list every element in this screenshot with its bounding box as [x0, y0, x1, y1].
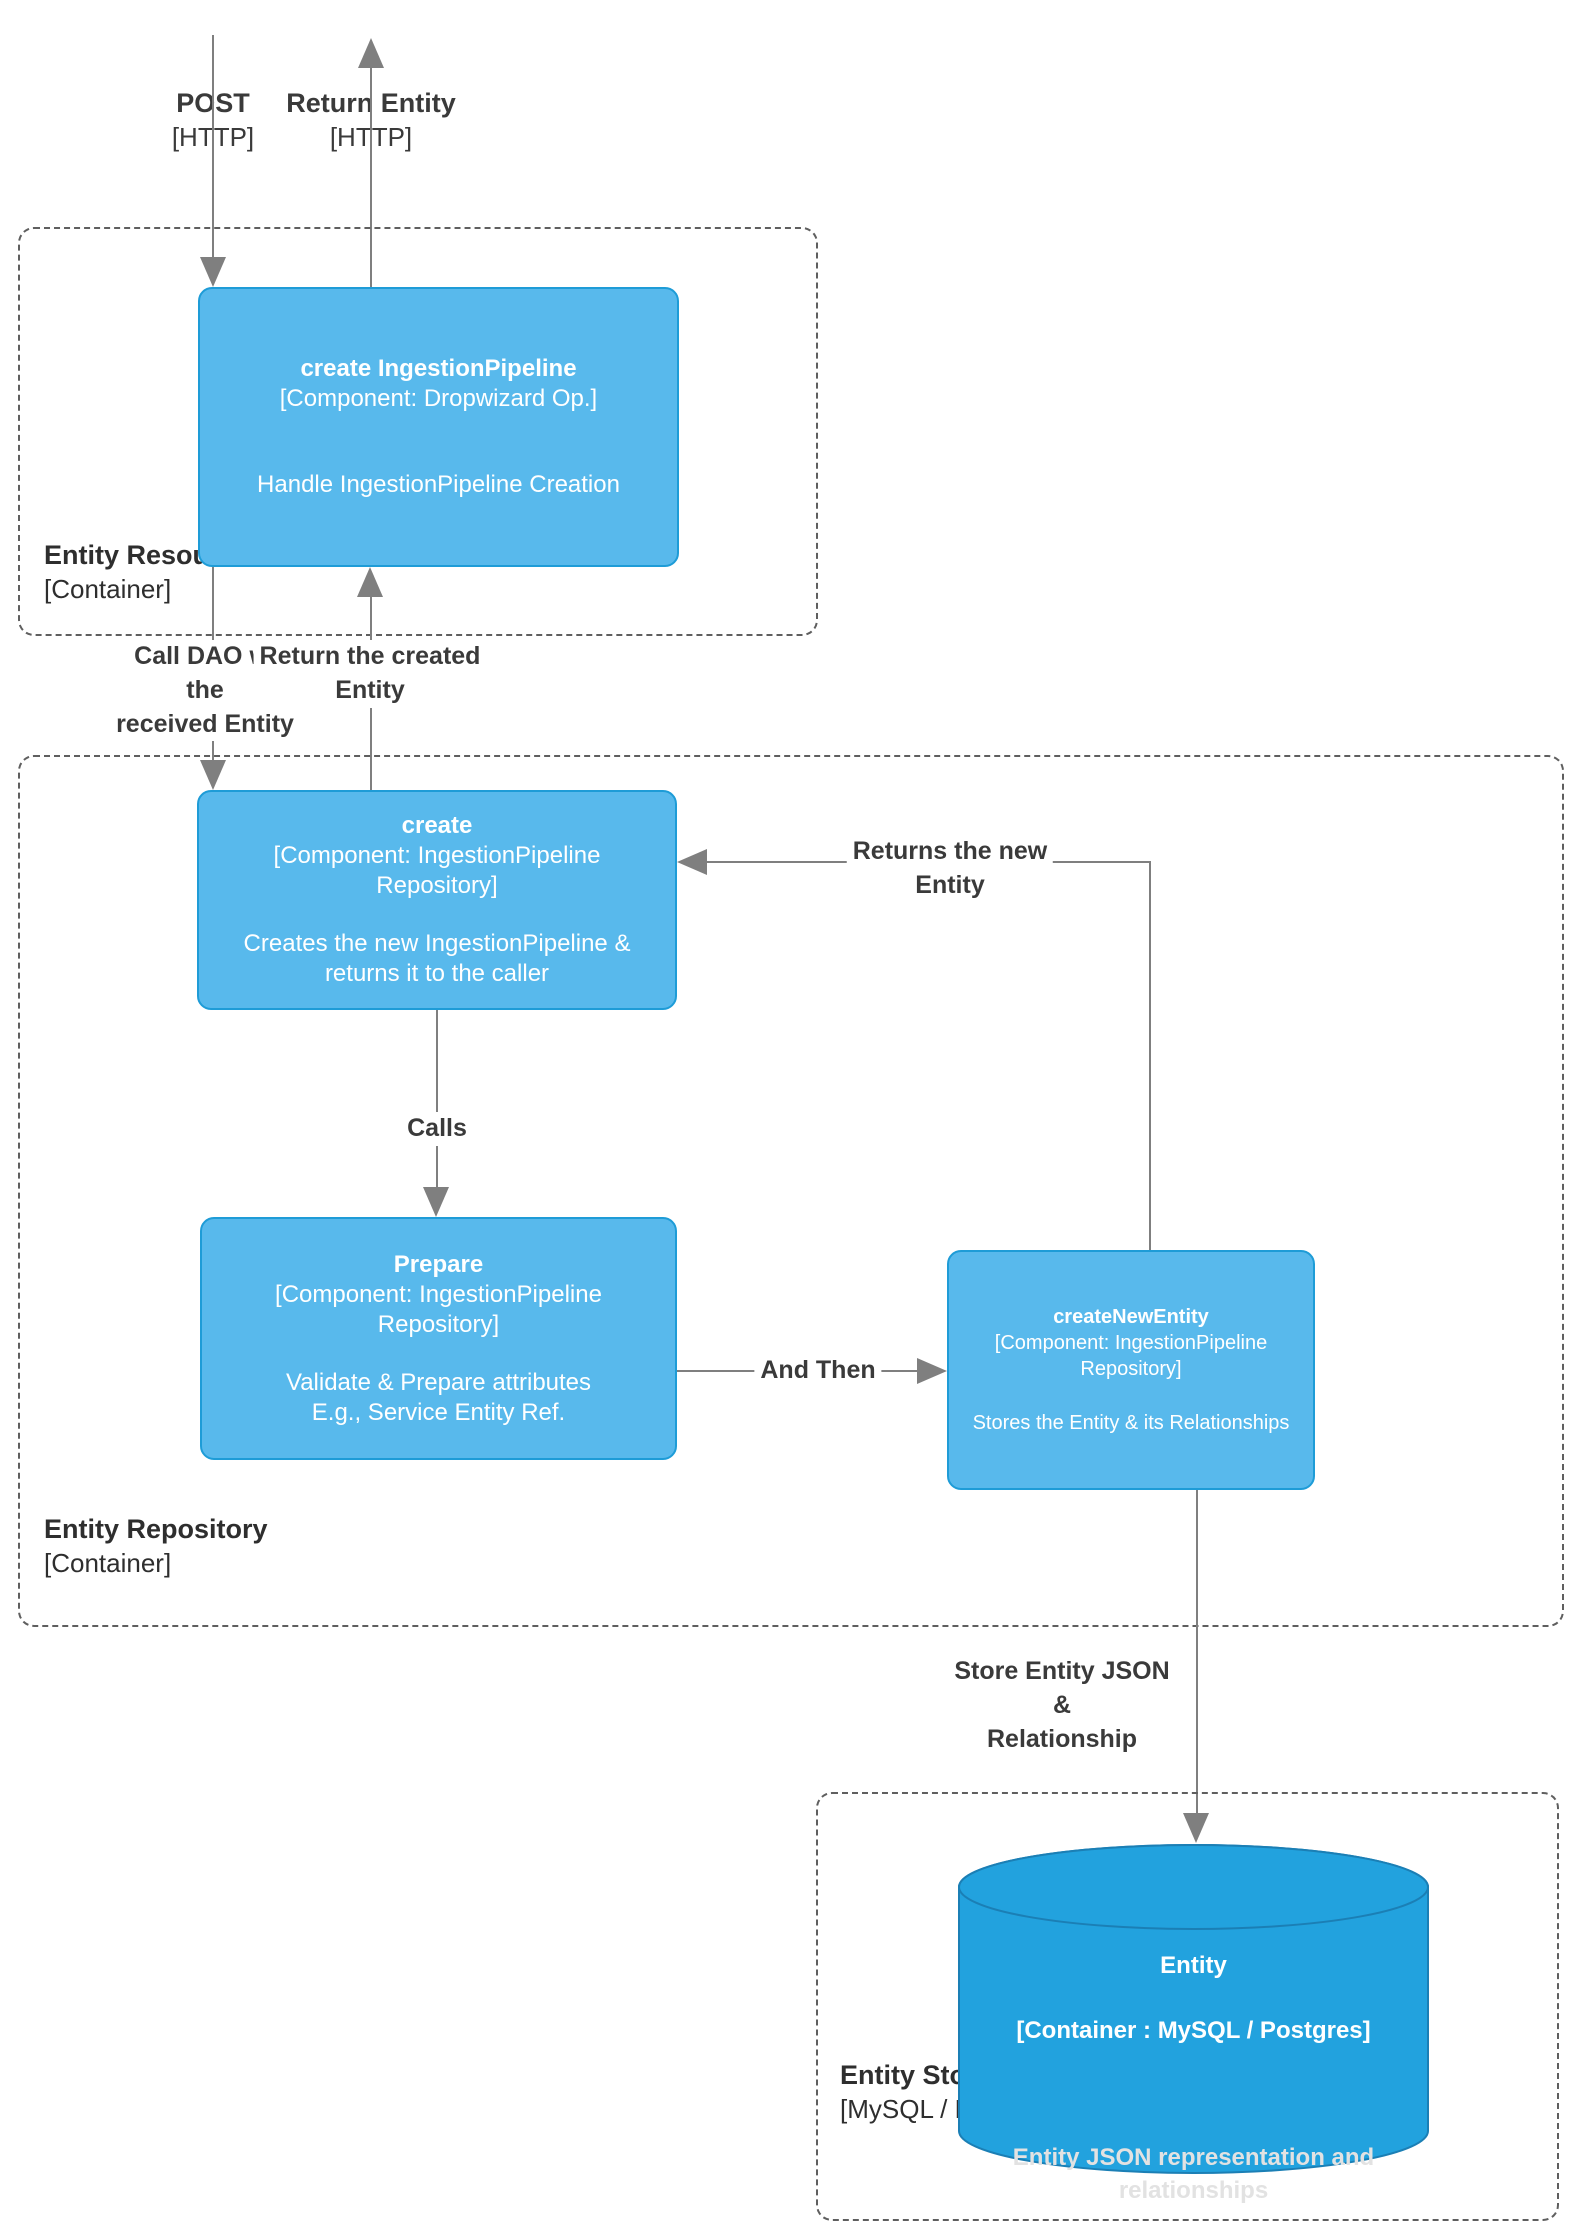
arrowhead-up-icon [358, 38, 384, 68]
database-cylinder-icon [958, 1844, 1429, 2174]
edge-label-return-created: Return the created Entity [253, 640, 487, 708]
node-prepare: Prepare [Component: IngestionPipeline Re… [200, 1217, 677, 1460]
node-create-title: create [401, 812, 473, 839]
node-create-new-entity-subtitle: [Component: IngestionPipeline Repository… [994, 1332, 1268, 1380]
edge-label-and-then: And Then [754, 1354, 882, 1388]
edge-label-returns-new-entity: Returns the new Entity [846, 835, 1054, 903]
spacer [214, 1340, 663, 1368]
arrowhead-up-icon [357, 567, 383, 597]
node-entity-db-description: Entity JSON representation and relations… [1012, 2144, 1375, 2204]
arrowhead-down-icon [200, 760, 226, 790]
spacer [977, 2080, 1410, 2110]
edge-returns-new-vline [1149, 862, 1151, 1250]
node-create-subtitle: [Component: IngestionPipeline Repository… [273, 842, 601, 899]
container-entity-resource [18, 227, 818, 636]
edge-label-calls: Calls [401, 1112, 473, 1146]
node-create-ingestion-pipeline-title: create IngestionPipeline [300, 355, 577, 382]
arrowhead-right-icon [917, 1358, 947, 1384]
node-create-ingestion-pipeline-description: Handle IngestionPipeline Creation [257, 471, 620, 498]
edge-calls-line [436, 1010, 438, 1189]
node-create-new-entity-title: createNewEntity [1053, 1306, 1209, 1328]
entity-resource-type: [Container] [44, 574, 172, 605]
node-prepare-subtitle: [Component: IngestionPipeline Repository… [275, 1280, 602, 1338]
spacer [212, 414, 665, 470]
container-entity-repository [18, 755, 1564, 1627]
arrowhead-down-icon [200, 257, 226, 287]
edge-label-call-dao: Call DAO w/ the received Entity [110, 640, 300, 742]
node-create-new-entity: createNewEntity [Component: IngestionPip… [947, 1250, 1315, 1490]
edge-post-line [212, 35, 214, 257]
node-entity-db-subtitle: [Container : MySQL / Postgres] [1016, 2017, 1371, 2045]
edge-store-entity-line [1196, 1490, 1198, 1815]
node-entity-db: Entity [Container : MySQL / Postgres] En… [977, 1918, 1410, 2232]
spacer [961, 1382, 1301, 1410]
node-prepare-title: Prepare [393, 1250, 484, 1278]
edge-return-entity-line [370, 68, 372, 287]
node-create-ingestion-pipeline-subtitle: [Component: Dropwizard Op.] [279, 385, 598, 412]
edge-label-store-entity: Store Entity JSON & Relationship [948, 1655, 1176, 1757]
node-create: create [Component: IngestionPipeline Rep… [197, 790, 677, 1010]
node-create-new-entity-description: Stores the Entity & its Relationships [972, 1412, 1290, 1434]
container-entity-store [816, 1792, 1559, 2221]
node-create-description: Creates the new IngestionPipeline & retu… [243, 930, 631, 987]
arrowhead-down-icon [1183, 1813, 1209, 1843]
arrowhead-left-icon [677, 849, 707, 875]
node-prepare-description: Validate & Prepare attributes E.g., Serv… [285, 1368, 592, 1426]
entity-repository-name: Entity Repository [44, 1514, 268, 1544]
spacer [211, 901, 663, 929]
entity-repository-type: [Container] [44, 1548, 172, 1579]
node-entity-db-title: Entity [1160, 1952, 1227, 1980]
node-create-ingestion-pipeline: create IngestionPipeline [Component: Dro… [198, 287, 679, 567]
arrowhead-down-icon [423, 1187, 449, 1217]
container-entity-repository-label: Entity Repository [Container] [44, 1512, 268, 1581]
